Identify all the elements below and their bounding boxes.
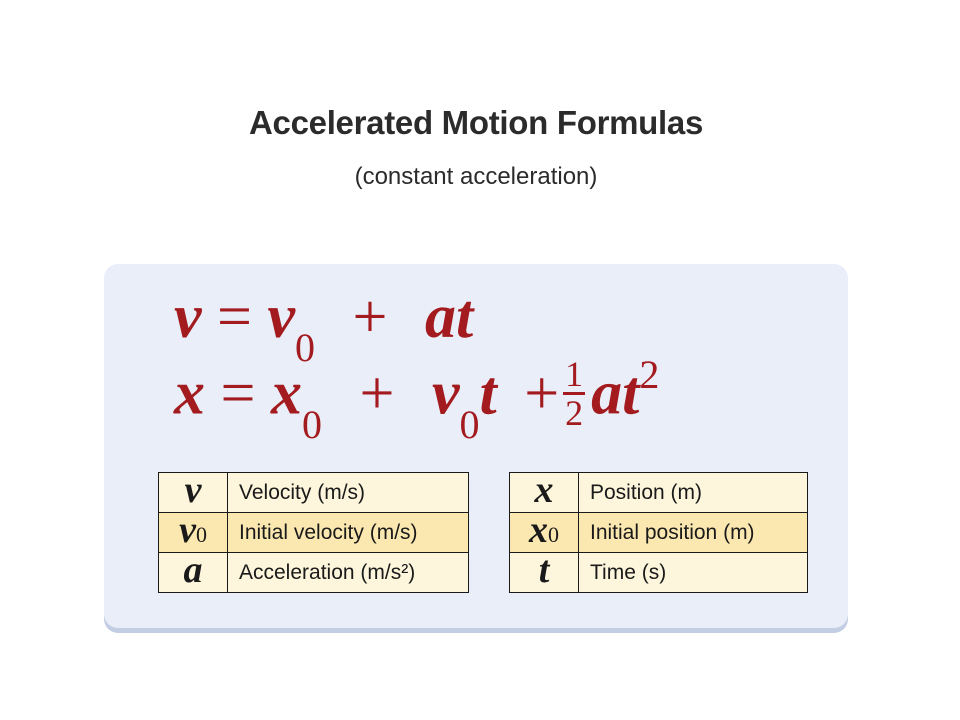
legend-symbol: t [509,551,579,593]
legend-row: a Acceleration (m/s²) [158,551,469,593]
legend-row: x0 Initial position (m) [509,511,808,553]
legend-row: x Position (m) [509,471,808,513]
eq2-plus-1: + [359,359,395,428]
eq2-fraction-numerator: 1 [563,354,586,395]
legend-symbol: v [158,471,228,513]
legend-label: Acceleration (m/s²) [227,552,469,593]
eq2-fraction-denominator: 2 [565,393,584,433]
eq2-x0-symbol: x [270,359,302,428]
eq1-plus: + [352,283,388,351]
eq2-exponent: 2 [639,351,660,397]
eq1-at: at [425,283,474,351]
legend-symbol: x0 [509,511,579,553]
eq2-t: t [479,359,497,428]
eq2-x0-subscript: 0 [301,401,322,447]
legend-row: t Time (s) [509,551,808,593]
eq1-v0-subscript: 0 [295,325,316,370]
legend-label: Initial velocity (m/s) [227,512,469,553]
legend-table-right: x Position (m) x0 Initial position (m) t… [509,471,808,593]
page-subtitle: (constant acceleration) [354,163,598,190]
eq2-equals: = [220,359,256,428]
eq2-lhs: x [174,359,205,428]
legend-label: Time (s) [578,552,808,593]
equation-velocity: v = v0 + at [174,283,474,370]
eq1-equals: = [217,283,252,351]
eq2-plus-2: + [524,359,560,428]
legend-symbol: v0 [158,511,228,553]
legend-symbol: x [509,471,579,513]
legend-table-left: v Velocity (m/s) v0 Initial velocity (m/… [158,471,469,593]
legend-row: v Velocity (m/s) [158,471,469,513]
eq2-v0-subscript: 0 [459,401,480,447]
eq1-v0-symbol: v [267,283,296,351]
eq2-at: at [591,359,640,428]
page-title: Accelerated Motion Formulas [249,104,703,141]
legend-label: Velocity (m/s) [227,472,469,513]
legend-row: v0 Initial velocity (m/s) [158,511,469,553]
legend-label: Initial position (m) [578,512,808,553]
eq1-lhs: v [174,283,202,351]
legend-label: Position (m) [578,472,808,513]
eq2-v0-symbol: v [431,359,460,428]
legend-symbol: a [158,551,228,593]
